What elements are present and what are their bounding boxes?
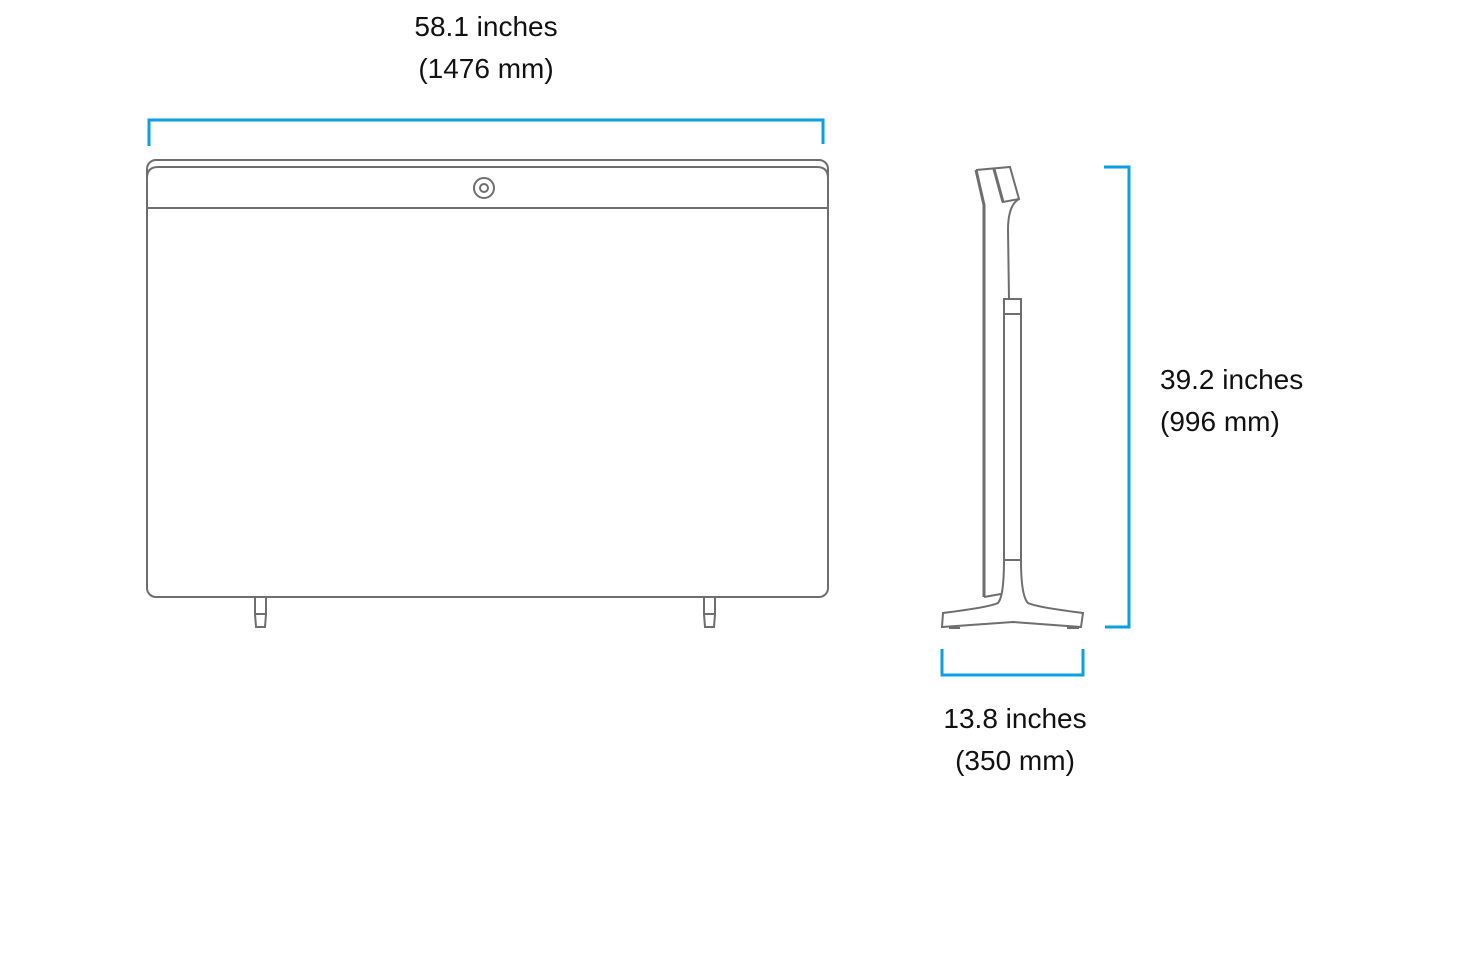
front-view: [146, 159, 829, 628]
camera-icon: [473, 177, 495, 199]
width-dimension-bracket: [147, 118, 825, 146]
depth-mm: (350 mm): [955, 745, 1075, 776]
height-label: 39.2 inches (996 mm): [1160, 359, 1303, 443]
height-inches: 39.2 inches: [1160, 364, 1304, 395]
depth-dimension-bracket: [940, 649, 1085, 677]
right-foot: [703, 598, 716, 628]
width-inches: 58.1 inches: [414, 11, 558, 42]
depth-inches: 13.8 inches: [943, 703, 1087, 734]
display-front: [146, 159, 829, 598]
height-dimension-bracket: [1104, 165, 1131, 629]
side-view: [940, 165, 1085, 629]
depth-label: 13.8 inches (350 mm): [915, 698, 1115, 782]
width-label: 58.1 inches (1476 mm): [386, 6, 586, 90]
left-foot: [254, 598, 267, 628]
height-mm: (996 mm): [1160, 406, 1280, 437]
width-mm: (1476 mm): [418, 53, 554, 84]
